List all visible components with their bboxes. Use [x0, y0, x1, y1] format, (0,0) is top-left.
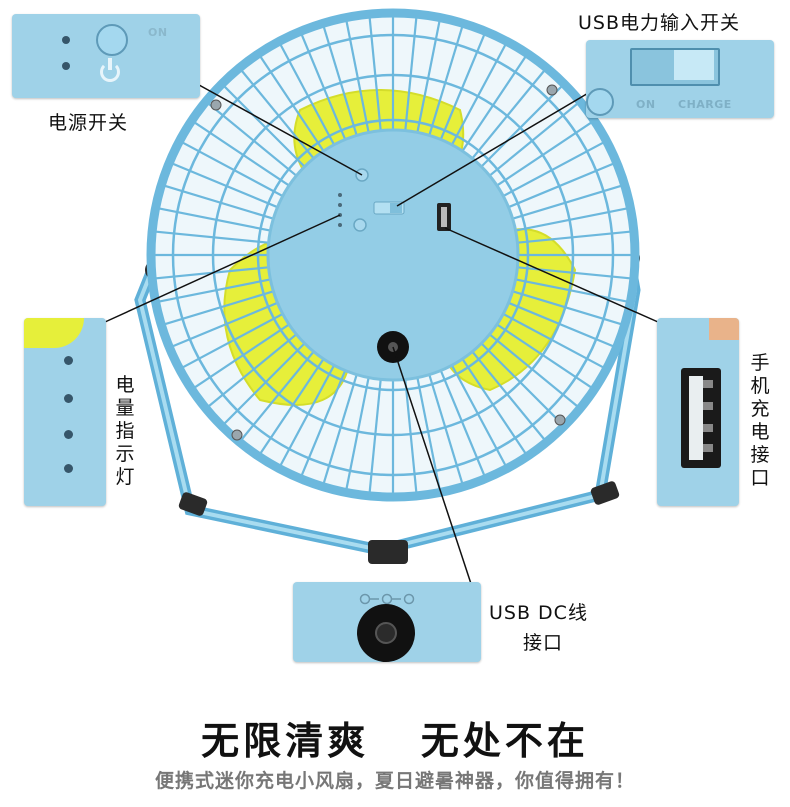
hub-power-button: [353, 218, 367, 232]
headline: 无限清爽 无处不在: [201, 719, 589, 763]
polarity-symbol-icon: [359, 590, 415, 605]
indicator-dot: [62, 36, 70, 44]
indicator-dot: [64, 464, 73, 473]
switch-on-mark: ON: [148, 26, 168, 39]
stand-clip-left: [178, 492, 208, 516]
slide-switch-knob: [674, 50, 714, 80]
usb-dc-port-callout: [293, 582, 481, 662]
callout-leader-lines: [104, 79, 659, 606]
blade-edge: [24, 318, 84, 348]
indicator-dot: [64, 394, 73, 403]
hub-slide-knob: [390, 203, 402, 213]
cage-screws: [210, 84, 566, 441]
indicator-dot: [64, 430, 73, 439]
power-button: [96, 24, 128, 56]
usb-dc-port-label-line1: USB DC线: [489, 602, 588, 624]
phone-charge-port-label: 手机充电接口: [750, 352, 770, 489]
indicator-dot: [64, 356, 73, 365]
phone-charge-port-callout: [657, 318, 739, 506]
battery-indicator-label: 电量指示灯: [115, 374, 135, 488]
power-switch-callout: ON: [12, 14, 200, 98]
usb-power-switch-label: USB电力输入开关: [578, 12, 741, 34]
switch-on-mark: ON: [636, 98, 656, 111]
fan-cage-rings: [171, 33, 615, 477]
usb-power-switch-callout: ON CHARGE: [586, 40, 774, 118]
stand-clip-right: [590, 481, 620, 505]
power-button: [586, 88, 614, 116]
motor-hub: [266, 128, 520, 382]
indicator-dot: [62, 62, 70, 70]
tagline: 便携式迷你充电小风扇，夏日避暑神器，你值得拥有！: [154, 770, 635, 792]
switch-charge-mark: CHARGE: [678, 98, 732, 111]
usb-dc-port-label-line2: 接口: [523, 632, 564, 654]
power-symbol-icon: [100, 62, 120, 82]
battery-indicator-callout: [24, 318, 106, 506]
stand-clip-center: [368, 540, 408, 564]
power-switch-label: 电源开关: [48, 112, 129, 134]
